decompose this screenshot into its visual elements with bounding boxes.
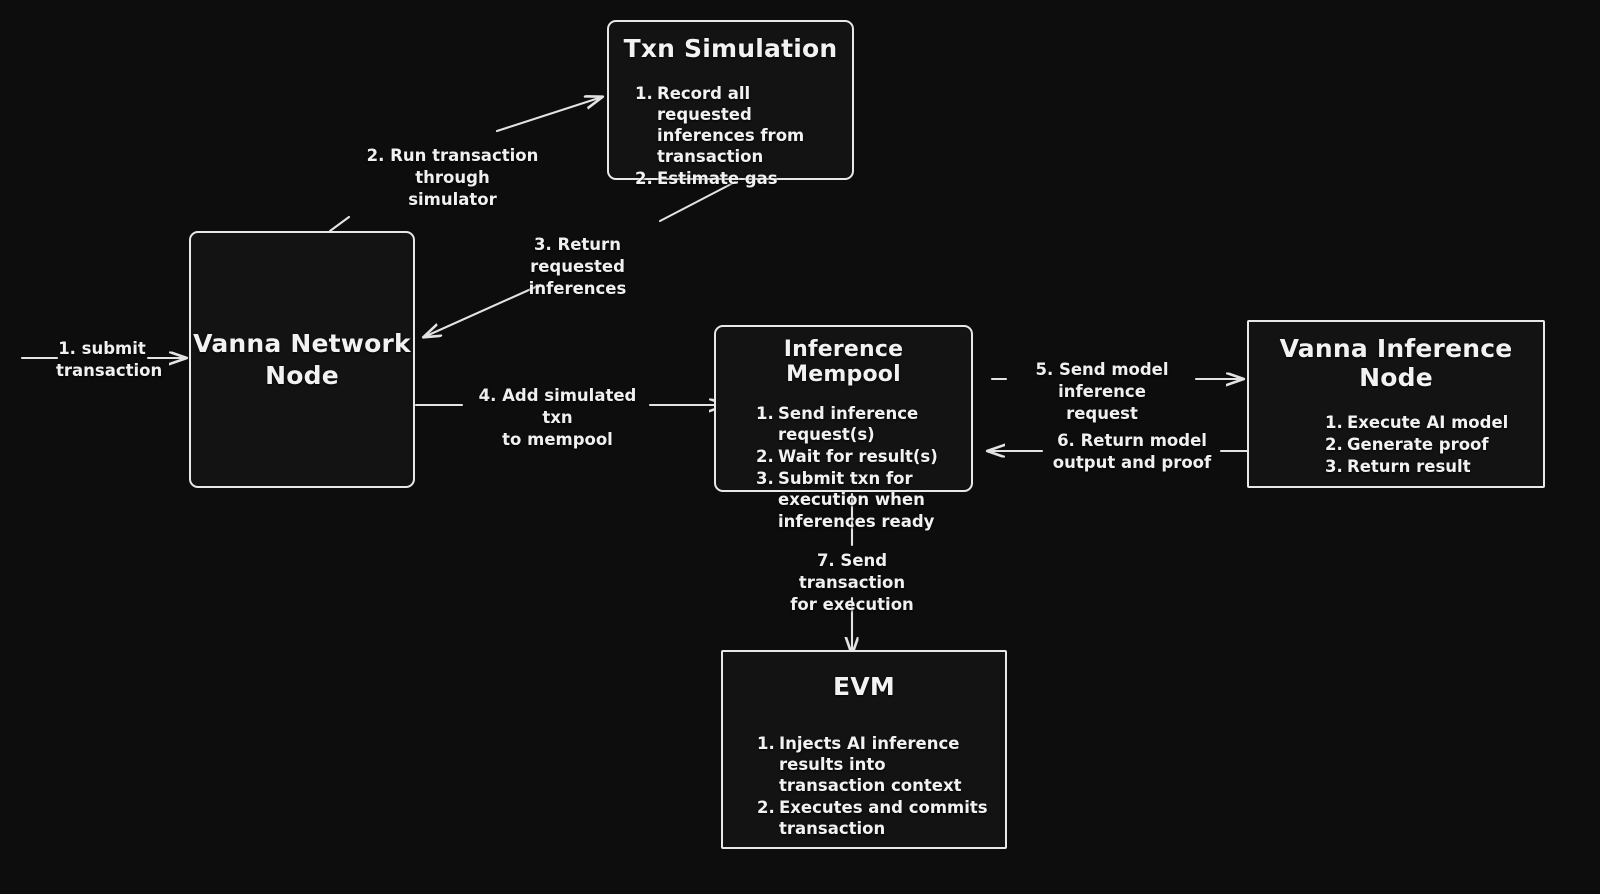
edge-label-2: 2. Run transaction through simulator [366, 146, 539, 209]
list-item: 1.Send inference request(s) [756, 403, 959, 445]
node-evm-title: EVM [833, 672, 895, 701]
edge-2-line-a [328, 215, 351, 233]
list-item-text: Execute AI model [1347, 413, 1509, 432]
list-item-number: 2. [1325, 435, 1343, 455]
list-item-text: Executes and commits transaction [779, 798, 988, 839]
list-item-number: 1. [757, 734, 775, 753]
node-evm[interactable]: EVM 1.Injects AI inference results into … [721, 650, 1007, 849]
node-inference-mempool-body: 1.Send inference request(s) 2.Wait for r… [728, 403, 959, 532]
list-item-number: 2. [635, 169, 653, 189]
edge-2-arrow [495, 97, 602, 133]
list-item-number: 3. [1325, 457, 1343, 477]
list-item-text: Estimate gas [657, 169, 778, 189]
list-item-number: 1. [756, 404, 774, 423]
list-item-number: 2. [756, 447, 774, 467]
list-item: 2.Wait for result(s) [756, 446, 959, 467]
node-vanna-inference-node-body: 1.Execute AI model 2.Generate proof 3.Re… [1263, 412, 1529, 477]
node-inference-mempool[interactable]: Inference Mempool 1.Send inference reque… [714, 325, 973, 531]
list-item: 2.Executes and commits transaction [757, 797, 991, 839]
edge-label-3: 3. Return requested inferences [528, 235, 627, 298]
list-item: 1.Record all requested inferences from t… [635, 83, 838, 167]
list-item-text: Return result [1347, 457, 1471, 477]
node-vanna-network-node-title: Vanna Network Node [193, 328, 411, 390]
list-item-number: 1. [635, 84, 653, 103]
list-item-text: Generate proof [1347, 435, 1489, 455]
node-vanna-inference-node[interactable]: Vanna Inference Node 1.Execute AI model … [1247, 320, 1545, 488]
edge-label-5: 5. Send model inference request [1035, 360, 1169, 423]
node-evm-body: 1.Injects AI inference results into tran… [737, 733, 991, 840]
list-item-text: Injects AI inference results into transa… [779, 734, 962, 796]
list-item: 1.Execute AI model [1325, 412, 1529, 433]
node-inference-mempool-title: Inference Mempool [783, 337, 904, 387]
node-vanna-network-node[interactable]: Vanna Network Node [189, 231, 415, 488]
list-item-number: 1. [1325, 413, 1343, 432]
list-item-text: Wait for result(s) [778, 447, 938, 467]
list-item-text: Record all requested inferences from tra… [657, 84, 805, 167]
list-item: 2.Estimate gas [635, 168, 838, 189]
list-item-number: 3. [756, 469, 774, 489]
list-item: 3.Submit txn for execution when inferenc… [756, 468, 959, 531]
edge-label-4: 4. Add simulated txn to mempool [478, 386, 637, 449]
list-item: 2.Generate proof [1325, 434, 1529, 455]
list-item: 3.Return result [1325, 456, 1529, 477]
list-item: 1.Injects AI inference results into tran… [757, 733, 991, 796]
edge-label-6: 6. Return model output and proof [1052, 431, 1212, 472]
node-vanna-inference-node-title: Vanna Inference Node [1279, 334, 1513, 392]
edge-label-1: 1. submit transaction [56, 339, 163, 380]
list-item-text: Submit txn for execution when inferences… [778, 469, 935, 531]
node-txn-simulation[interactable]: Txn Simulation 1.Record all requested in… [607, 20, 854, 188]
list-item-text: Send inference request(s) [778, 404, 919, 445]
node-txn-simulation-title: Txn Simulation [623, 34, 838, 63]
edge-label-7: 7. Send transaction for execution [790, 551, 914, 614]
node-txn-simulation-body: 1.Record all requested inferences from t… [623, 83, 838, 190]
list-item-number: 2. [757, 798, 775, 818]
